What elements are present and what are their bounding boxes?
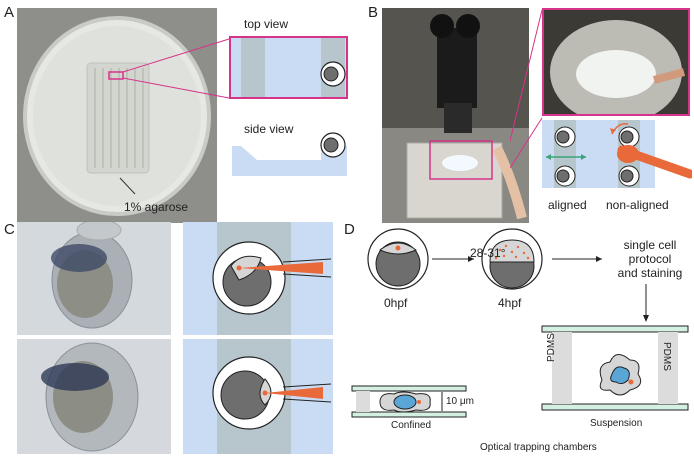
dish-zoom-photo (542, 8, 690, 116)
top-view-diagram (229, 36, 348, 99)
panel-label-d: D (344, 221, 355, 238)
down-arrow (643, 284, 649, 322)
suspension-label: Suspension (590, 418, 643, 429)
dish-zoom-illustration (550, 20, 686, 114)
confined-chamber (351, 385, 467, 418)
confined-label: Confined (391, 420, 432, 431)
alignment-diagram (542, 120, 692, 188)
b-zoom-lines (510, 9, 543, 168)
agarose-dish-photo (17, 8, 217, 223)
embryo-top-illustration (17, 222, 171, 335)
pdms-right-label: PDMS (661, 342, 672, 371)
chambers-label: Optical trapping chambers (480, 442, 597, 453)
side-view-diagram (232, 132, 347, 176)
protocol-text: single cell protocol and staining (610, 238, 690, 280)
panel-label-a: A (4, 4, 15, 21)
stage-diagram (367, 228, 602, 290)
non-aligned-label: non-aligned (606, 198, 669, 212)
embryo-photo-bottom (17, 339, 171, 454)
zoom-lines (122, 38, 230, 99)
agarose-label: 1% agarose (124, 200, 189, 214)
dish-illustration (23, 16, 211, 216)
microscope-illustration (382, 8, 529, 223)
injection-diagram-top (183, 222, 333, 335)
embryo-photo-top (17, 222, 171, 335)
panel-label-c: C (4, 221, 15, 238)
pdms-left-label: PDMS (546, 333, 557, 362)
embryo-bottom-illustration (17, 339, 171, 454)
panel-label-b: B (368, 4, 379, 21)
protocol-line-3: and staining (617, 266, 683, 280)
temperature-label: 28-31° (470, 246, 506, 260)
stage-4hpf-label: 4hpf (498, 296, 522, 310)
stage-0hpf-label: 0hpf (384, 296, 408, 310)
protocol-line-1: single cell (623, 238, 677, 252)
microscope-photo (382, 8, 529, 223)
suspension-chamber (541, 325, 689, 411)
height-label: 10 μm (446, 396, 474, 407)
injection-diagram-bottom (183, 339, 333, 454)
top-view-label: top view (244, 17, 289, 31)
aligned-label: aligned (548, 198, 587, 212)
protocol-line-2: protocol (628, 252, 672, 266)
side-view-label: side view (244, 122, 294, 136)
